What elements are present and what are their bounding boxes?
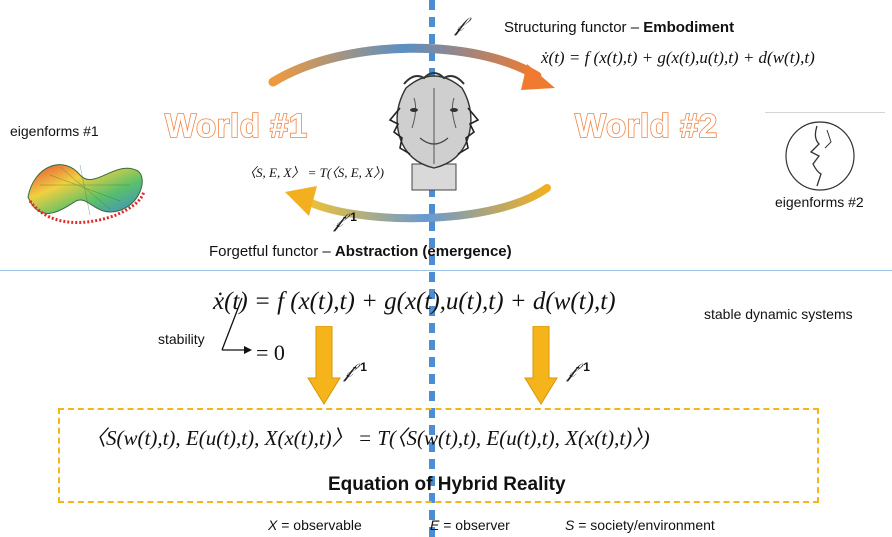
legend-s-var: S [565,517,575,533]
stability-arrow-icon [221,297,252,354]
forgetful-functor-text: Forgetful functor – [209,243,335,260]
equation-main: ẋ(t) = f (x(t),t) + g(x(t),u(t),t) + d(w… [213,288,616,315]
legend-e-var: E [430,517,440,533]
forgetful-functor-label: Forgetful functor – Abstraction (emergen… [209,243,512,260]
mobius-surface-icon [27,164,146,224]
hybrid-reality-title: Equation of Hybrid Reality [328,474,566,495]
embodiment-text: Embodiment [643,19,735,36]
curved-arrows-icon [268,43,555,223]
legend-society: S = society/environment [565,517,715,533]
functor-symbol-inverse: 𝒻 [334,210,343,232]
face-profile-icon [765,112,885,191]
divider-horizontal [0,270,892,271]
abstraction-text: Abstraction (emergence) [334,243,512,260]
stability-label: stability [158,331,205,347]
stability-value: = 0 [256,340,285,365]
inverse-superscript-left: - 1 [352,360,367,374]
legend-observer: E = observer [430,517,510,533]
inverse-functor-top: 𝒻- 1 [334,210,357,233]
dashed-divider-vertical [429,0,435,537]
eigenforms-1-label: eigenforms #1 [10,123,99,139]
tuple-equation: 〈S, E, X〉 = T(〈S, E, X〉) [243,165,384,180]
legend-observable: X = observable [268,517,362,533]
world-1-title: World #1 [164,106,308,145]
equation-top: ẋ(t) = f (x(t),t) + g(x(t),u(t),t) + d(w… [541,48,815,67]
inverse-superscript: - 1 [342,210,357,224]
structuring-functor-text: Structuring functor – [504,19,644,36]
legend-s-text: = society/environment [574,517,715,533]
legend-x-text: = observable [277,517,362,533]
top-curved-arrow-icon [268,43,555,90]
functor-symbol: 𝒻 [455,14,464,36]
janus-head-icon [388,72,480,191]
inverse-functor-left: 𝒻- 1 [344,360,367,383]
legend-x-var: X [268,517,278,533]
bottom-curved-arrow-icon [285,184,551,223]
inverse-functor-right: 𝒻- 1 [567,360,590,383]
hybrid-reality-box [58,408,819,503]
down-arrow-icon [524,326,558,405]
eigenforms-2-label: eigenforms #2 [775,194,864,210]
functor-symbol-inverse-left: 𝒻 [344,360,353,382]
world-2-title: World #2 [574,106,718,145]
down-arrow-icon [307,326,341,405]
inverse-superscript-right: - 1 [575,360,590,374]
stable-systems-label: stable dynamic systems [704,306,853,322]
legend-e-text: = observer [439,517,510,533]
structuring-functor-label: Structuring functor – Embodiment [504,19,734,36]
functor-symbol-inverse-right: 𝒻 [567,360,576,382]
hybrid-equation: 〈S(w(t),t), E(u(t),t), X(x(t),t)〉 = T(〈S… [85,426,650,450]
